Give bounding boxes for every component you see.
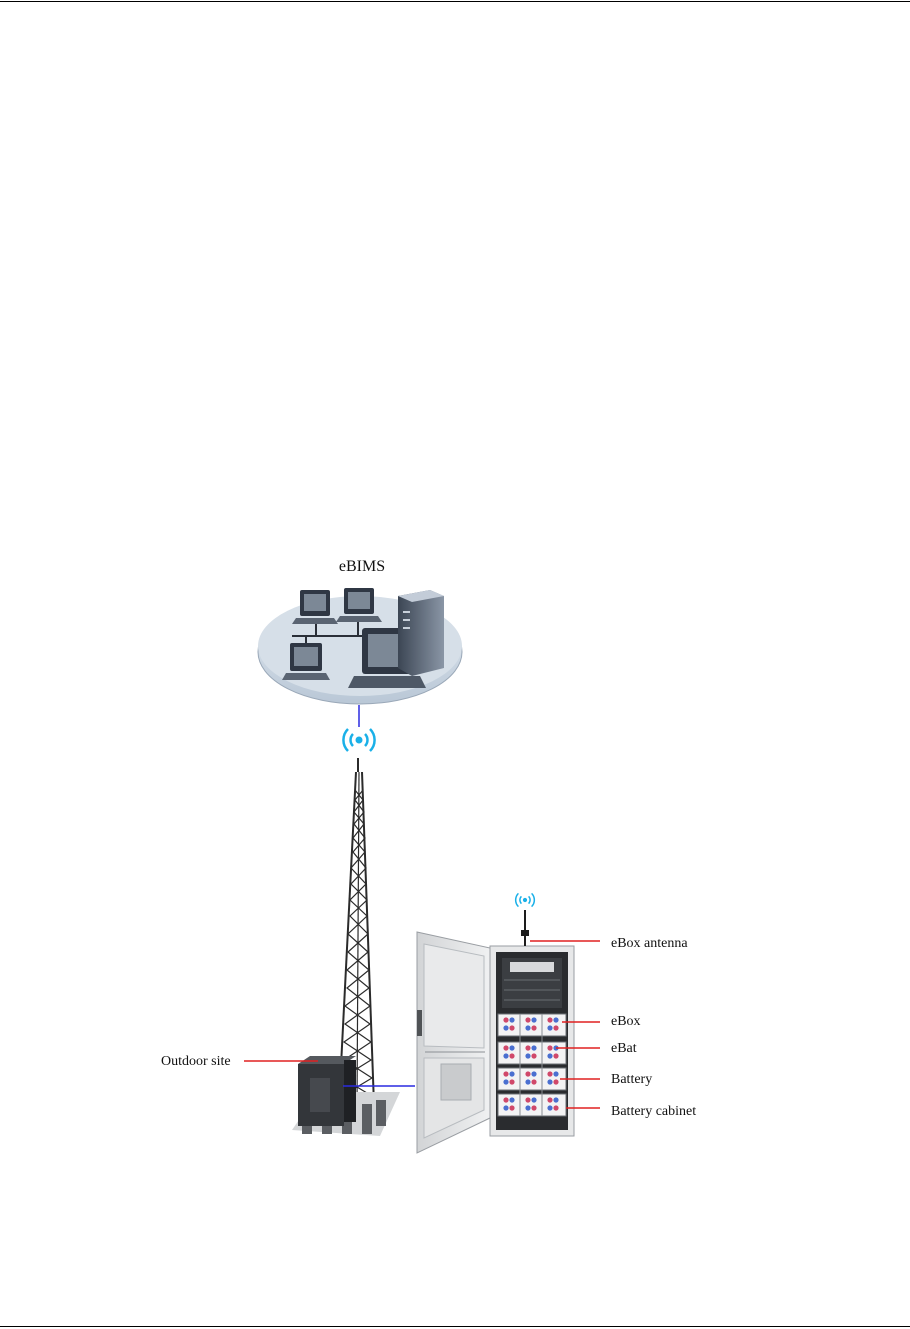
server-icon — [398, 590, 444, 676]
wireless-signal-icon — [516, 893, 535, 906]
wireless-signal-icon — [343, 729, 374, 751]
battery-cabinet-label: Battery cabinet — [611, 1104, 696, 1119]
tower-icon — [339, 758, 374, 1105]
ebox-antenna-label: eBox antenna — [611, 936, 688, 951]
ebat-label: eBat — [611, 1041, 637, 1056]
outdoor-site-label: Outdoor site — [161, 1054, 231, 1069]
ebims-title: eBIMS — [339, 558, 385, 575]
outdoor-site-unit — [298, 1056, 356, 1126]
ebox-label: eBox — [611, 1014, 641, 1029]
battery-label: Battery — [611, 1072, 652, 1087]
